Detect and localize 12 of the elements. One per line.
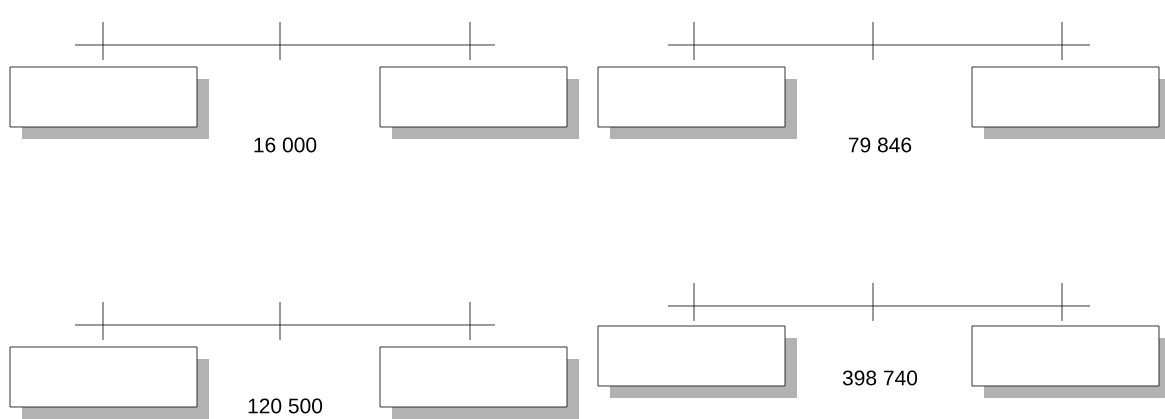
answer-box [9, 346, 209, 419]
number-label: 398 740 [842, 370, 918, 386]
answer-box [9, 66, 209, 139]
answer-box [379, 66, 579, 139]
answer-box [379, 346, 579, 419]
answer-box [971, 325, 1165, 398]
answer-box [597, 325, 797, 398]
answer-box [971, 66, 1165, 139]
number-label: 120 500 [248, 398, 323, 414]
number-label: 16 000 [254, 137, 317, 153]
number-label: 79 846 [848, 137, 912, 153]
answer-box [597, 66, 797, 139]
